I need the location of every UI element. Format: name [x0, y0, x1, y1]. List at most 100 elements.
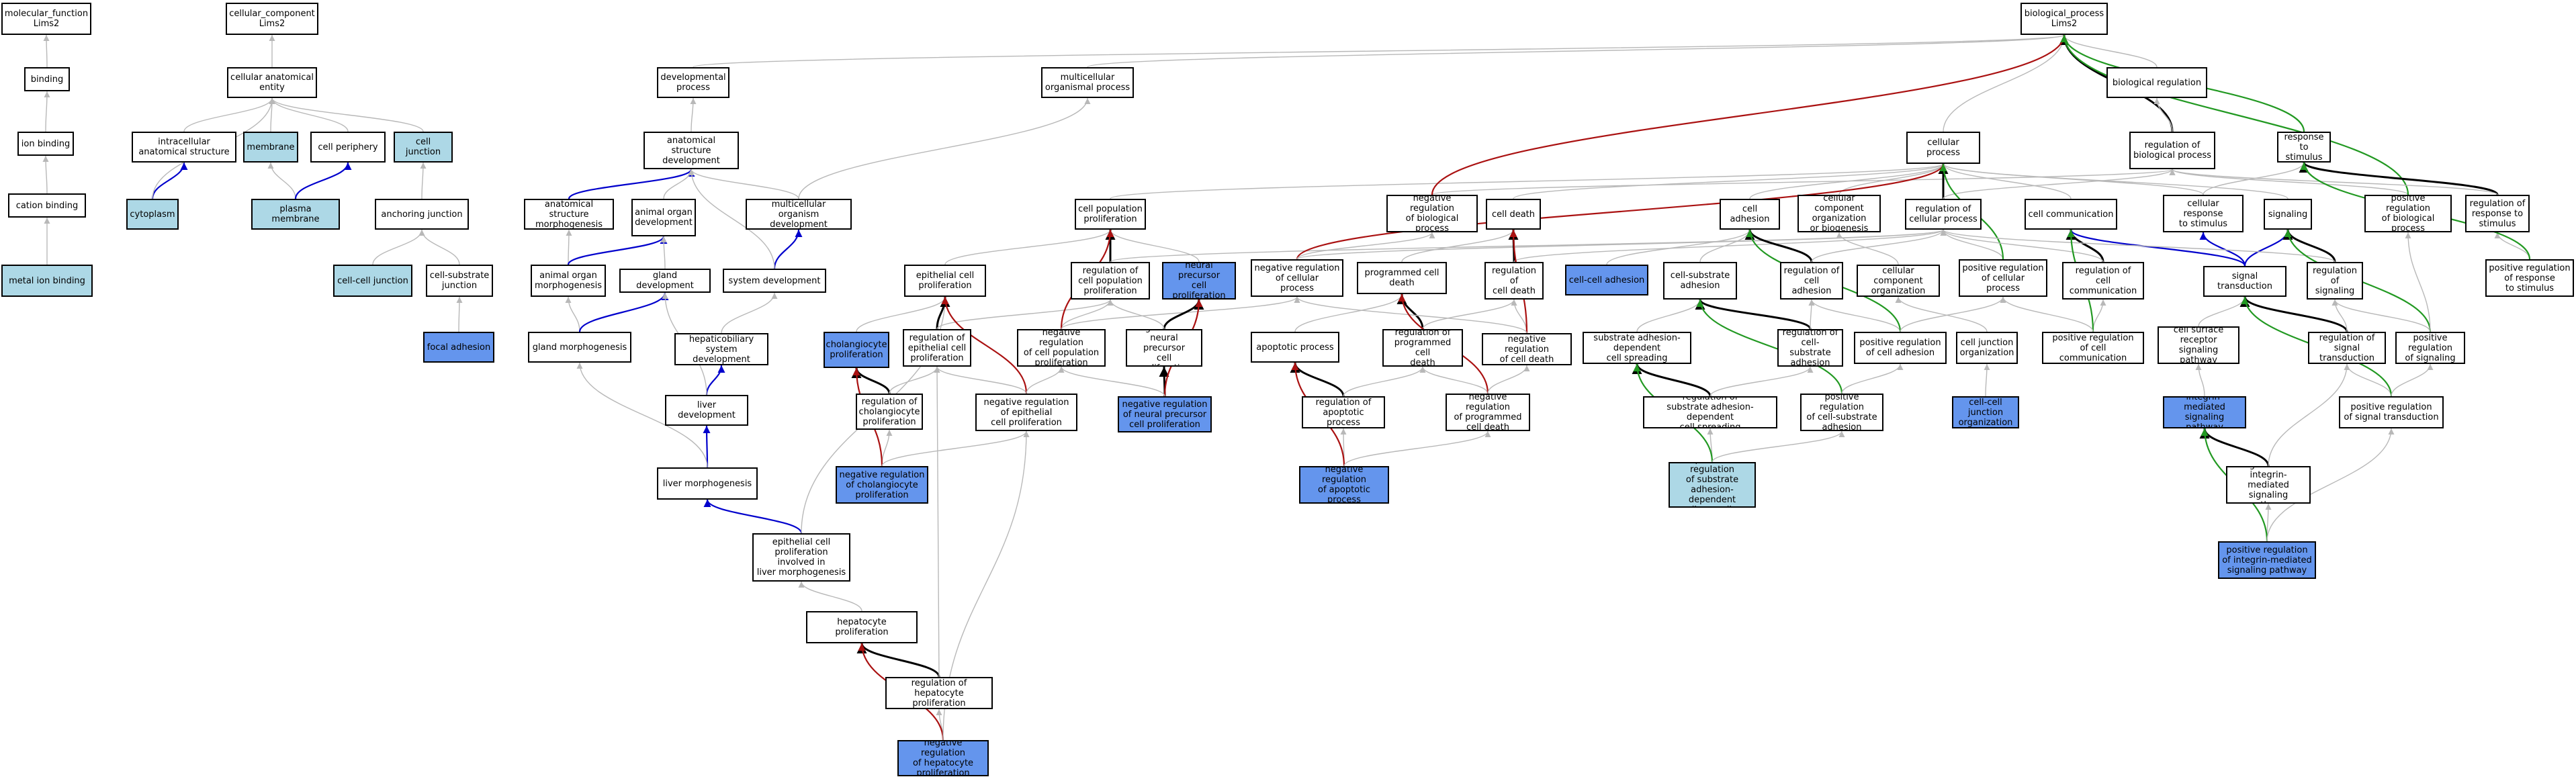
go-term-node-negregcell[interactable]: negative regulation of cellular process: [1251, 259, 1343, 297]
go-term-node-posregintegrin[interactable]: positive regulation of integrin-mediated…: [2218, 541, 2316, 579]
go-term-node-negregneural[interactable]: negative regulation of neural precursor …: [1118, 396, 1212, 432]
go-term-node-posregcellsub[interactable]: positive regulation of cell-substrate ad…: [1800, 394, 1883, 431]
go-term-node-sigtrans[interactable]: signal transduction: [2203, 266, 2286, 297]
go-term-node-asmorph[interactable]: anatomical structure morphogenesis: [524, 199, 614, 230]
go-term-node-membrane[interactable]: membrane: [243, 132, 298, 163]
go-term-node-cae[interactable]: cellular anatomical entity: [227, 67, 317, 98]
go-term-node-posregsig[interactable]: positive regulation of signaling: [2395, 332, 2465, 364]
go-term-node-negreghep[interactable]: negative regulation of hepatocyte prolif…: [897, 740, 989, 776]
go-term-node-cholprolif[interactable]: cholangiocyte proliferation: [824, 332, 889, 368]
go-term-node-hepprolif[interactable]: hepatocyte proliferation: [806, 611, 918, 643]
go-term-node-negregcelldeath[interactable]: negative regulation of cell death: [1482, 333, 1572, 365]
go-term-node-intracell[interactable]: intracellular anatomical structure: [132, 132, 236, 163]
go-term-node-integrin[interactable]: integrin-mediated signaling pathway: [2163, 396, 2246, 428]
go-term-node-regchol[interactable]: regulation of cholangiocyte proliferatio…: [856, 394, 923, 430]
go-term-node-cellceladh[interactable]: cell-cell adhesion: [1565, 265, 1648, 295]
go-term-node-ionbind[interactable]: ion binding: [17, 132, 74, 156]
go-term-node-asdev[interactable]: anatomical structure development: [643, 132, 739, 169]
go-term-node-ccjorg[interactable]: cell-cell junction organization: [1952, 396, 2019, 428]
go-term-node-posregcelladh[interactable]: positive regulation of cell adhesion: [1854, 332, 1947, 364]
go-term-node-subadhspread[interactable]: substrate adhesion-dependent cell spread…: [1583, 332, 1691, 364]
go-term-node-glanddev[interactable]: gland development: [619, 269, 711, 293]
edge-regapop-to-regpcd: [1343, 366, 1426, 397]
go-term-node-regapop[interactable]: regulation of apoptotic process: [1302, 396, 1385, 428]
go-term-node-regneural[interactable]: regulation of neural precursor cell prol…: [1126, 329, 1202, 367]
go-term-node-aomorph[interactable]: animal organ morphogenesis: [531, 265, 606, 297]
go-term-node-regbioproc[interactable]: regulation of biological process: [2129, 132, 2215, 169]
go-term-node-ccorg2[interactable]: cellular component organization: [1857, 265, 1940, 297]
go-term-node-negregapop[interactable]: negative regulation of apoptotic process: [1299, 466, 1389, 504]
go-term-node-regintegrin[interactable]: regulation of integrin-mediated signalin…: [2226, 466, 2311, 504]
go-term-node-negregepi[interactable]: negative regulation of epithelial cell p…: [975, 394, 1077, 431]
go-term-node-regpcd[interactable]: regulation of programmed cell death: [1382, 329, 1463, 367]
go-term-node-cellsurfrec[interactable]: cell surface receptor signaling pathway: [2158, 326, 2239, 364]
go-term-node-regsubspread[interactable]: regulation of substrate adhesion-depende…: [1643, 396, 1777, 428]
go-term-node-resp[interactable]: response to stimulus: [2277, 132, 2331, 163]
go-term-node-reghepprolif[interactable]: regulation of hepatocyte proliferation: [885, 677, 993, 709]
go-term-node-signaling[interactable]: signaling: [2264, 199, 2312, 230]
go-term-node-epilivermorph[interactable]: epithelial cell proliferation involved i…: [752, 533, 850, 582]
go-term-node-regcelldeath[interactable]: regulation of cell death: [1484, 262, 1544, 300]
go-term-node-metalbind[interactable]: metal ion binding: [1, 265, 93, 297]
edge-posregsubspread-to-posregcellsub: [1712, 430, 1845, 463]
go-term-node-posregsigtrans[interactable]: positive regulation of signal transducti…: [2339, 396, 2444, 428]
go-term-node-posregcellproc[interactable]: positive regulation of cellular process: [1959, 259, 2047, 297]
go-term-node-binding[interactable]: binding: [24, 67, 70, 91]
go-term-node-sysdev[interactable]: system development: [723, 269, 826, 293]
go-term-node-regcellsubadh[interactable]: regulation of cell-substrate adhesion: [1777, 329, 1843, 367]
go-term-node-cellsubjunc[interactable]: cell-substrate junction: [426, 265, 493, 297]
go-term-node-celljuncorg[interactable]: cell junction organization: [1956, 332, 2018, 364]
edge-mcodev-to-multicell: [798, 97, 1091, 199]
go-term-node-cationbind[interactable]: cation binding: [8, 193, 86, 218]
go-term-node-devproc[interactable]: developmental process: [657, 67, 729, 98]
go-term-node-cellproc[interactable]: cellular process: [1906, 132, 1980, 164]
go-term-node-pcd[interactable]: programmed cell death: [1357, 262, 1447, 294]
go-term-node-celljunction[interactable]: cell junction: [394, 132, 453, 163]
go-term-node-regsigtrans[interactable]: regulation of signal transduction: [2308, 332, 2386, 364]
edge-sigtrans-to-cellresp: [2199, 232, 2246, 267]
go-term-node-livermorph[interactable]: liver morphogenesis: [657, 467, 758, 500]
go-term-node-anchjunc[interactable]: anchoring junction: [375, 199, 469, 230]
go-term-node-regcellcomm[interactable]: regulation of cell communication: [2062, 262, 2144, 300]
go-term-node-negregbio[interactable]: negative regulation of biological proces…: [1386, 195, 1478, 232]
go-term-node-cc[interactable]: cellular_component Lims2: [226, 3, 318, 35]
go-term-node-negregchol[interactable]: negative regulation of cholangiocyte pro…: [836, 466, 928, 504]
go-term-node-posregcellcomm[interactable]: positive regulation of cell communicatio…: [2042, 332, 2144, 364]
go-term-node-celldeath[interactable]: cell death: [1486, 199, 1541, 230]
go-term-node-hbsysdev[interactable]: hepaticobiliary system development: [674, 333, 768, 365]
go-term-node-posregresp[interactable]: positive regulation of response to stimu…: [2485, 259, 2574, 297]
go-term-node-negregcellpop[interactable]: negative regulation of cell population p…: [1017, 329, 1106, 367]
go-term-node-liverdev[interactable]: liver development: [665, 395, 748, 426]
go-term-node-mcodev[interactable]: multicellular organism development: [746, 199, 852, 230]
go-term-node-regcellproc[interactable]: regulation of cellular process: [1905, 199, 1982, 230]
go-term-node-posregsubspread[interactable]: positive regulation of substrate adhesio…: [1669, 462, 1756, 508]
go-term-node-neuralprec[interactable]: neural precursor cell proliferation: [1162, 262, 1236, 300]
go-term-node-cellpopprolif[interactable]: cell population proliferation: [1075, 199, 1146, 230]
go-term-node-celladh[interactable]: cell adhesion: [1720, 199, 1780, 230]
go-term-node-bioreg[interactable]: biological regulation: [2106, 67, 2207, 98]
go-term-node-multicell[interactable]: multicellular organismal process: [1041, 67, 1134, 98]
go-term-node-bp[interactable]: biological_process Lims2: [2020, 3, 2108, 35]
go-term-node-regsig[interactable]: regulation of signaling: [2307, 262, 2363, 300]
go-term-node-plasmamem[interactable]: plasma membrane: [251, 199, 340, 230]
go-term-node-glandmorph[interactable]: gland morphogenesis: [528, 332, 631, 363]
go-term-node-epiprolif[interactable]: epithelial cell proliferation: [904, 265, 986, 297]
go-term-node-regresp[interactable]: regulation of response to stimulus: [2465, 195, 2530, 232]
go-term-node-regepi[interactable]: regulation of epithelial cell proliferat…: [903, 329, 971, 367]
go-term-node-posregbio[interactable]: positive regulation of biological proces…: [2364, 195, 2452, 232]
go-term-node-cellcomm[interactable]: cell communication: [2025, 199, 2117, 230]
go-term-node-cytoplasm[interactable]: cytoplasm: [126, 199, 179, 230]
go-term-node-regcelladh[interactable]: regulation of cell adhesion: [1780, 262, 1843, 300]
go-term-node-negregpcd[interactable]: negative regulation of programmed cell d…: [1446, 394, 1530, 431]
go-term-node-apoptotic[interactable]: apoptotic process: [1251, 332, 1339, 363]
go-term-node-regcellpop[interactable]: regulation of cell population proliferat…: [1071, 262, 1150, 300]
go-term-node-cellsubadh[interactable]: cell-substrate adhesion: [1663, 262, 1737, 300]
go-term-node-aodev[interactable]: animal organ development: [631, 199, 696, 236]
go-term-node-focaladh[interactable]: focal adhesion: [423, 332, 494, 363]
go-term-node-ccorg[interactable]: cellular component organization or bioge…: [1797, 195, 1881, 232]
edge-regintegrin-to-regsigtrans: [2268, 363, 2350, 467]
go-term-node-cellresp[interactable]: cellular response to stimulus: [2163, 195, 2244, 232]
go-term-node-mf[interactable]: molecular_function Lims2: [1, 3, 91, 35]
go-term-node-cellcelljunc[interactable]: cell-cell junction: [333, 265, 412, 297]
go-term-node-periphery[interactable]: cell periphery: [310, 132, 386, 163]
